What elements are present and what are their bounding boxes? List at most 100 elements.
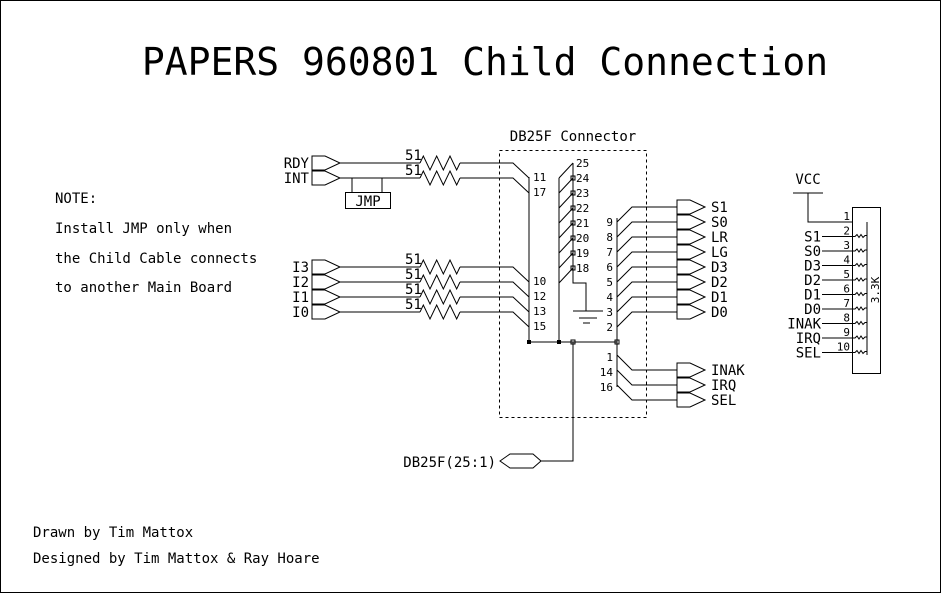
pin-number: 18: [576, 262, 589, 275]
output-port-icon: [676, 377, 707, 393]
output-label: D2: [711, 275, 728, 291]
output-label: S0: [711, 215, 728, 231]
input-port-icon: [311, 274, 342, 290]
bus-connector-icon: [499, 453, 542, 469]
resistor-icon: [822, 335, 867, 340]
resistor-value: 51: [405, 297, 422, 313]
resistor-value: 51: [405, 267, 422, 283]
input-port-icon: [311, 304, 342, 320]
pin-wire: [616, 369, 677, 386]
resistor-icon: [822, 248, 867, 253]
pack-pin-number: 3: [843, 239, 850, 252]
pin-wire: [616, 384, 677, 401]
resistor-wire: [340, 169, 530, 194]
pack-pin-number: 5: [843, 268, 850, 281]
note-line: the Child Cable connects: [55, 251, 257, 267]
pin-number: 7: [606, 246, 613, 259]
jumper-box: [345, 192, 391, 209]
pack-value: 3.3K: [869, 276, 882, 303]
resistor-icon: [822, 262, 867, 268]
pin-wire: [616, 296, 677, 313]
input-port-icon: [311, 170, 342, 186]
input-label: I1: [292, 290, 309, 306]
credit-drawn: Drawn by Tim Mattox: [33, 525, 193, 541]
jumper-wires: [351, 178, 383, 192]
output-port-icon: [676, 229, 707, 245]
ground-icon: [573, 310, 603, 324]
pin-number: 24: [576, 172, 590, 185]
pack-pin-number: 6: [843, 283, 850, 296]
pin-wire: [616, 354, 677, 371]
output-port-icon: [676, 289, 707, 305]
pin-number: 1: [606, 351, 613, 364]
pin-wire: [616, 281, 677, 298]
output-port-icon: [676, 244, 707, 260]
resistor-wire: [340, 258, 530, 283]
pin-number: 16: [600, 381, 613, 394]
resistor-icon: [822, 233, 867, 239]
pack-body: [852, 207, 881, 374]
resistor-icon: [822, 320, 867, 326]
pin-number: 11: [533, 171, 546, 184]
pack-pin-number: 4: [843, 254, 850, 267]
input-label: I3: [292, 260, 309, 276]
output-port-icon: [676, 214, 707, 230]
output-label: LR: [711, 230, 728, 246]
pin-number: 19: [576, 247, 589, 260]
pack-pin-label: D0: [804, 302, 821, 318]
pin-number: 15: [533, 320, 546, 333]
pin-wire: [616, 311, 677, 328]
resistor-value: 51: [405, 252, 422, 268]
resistor-wire: [340, 273, 530, 298]
pin-number: 4: [606, 291, 613, 304]
input-label: RDY: [284, 156, 310, 172]
output-port-icon: [676, 392, 707, 408]
pack-pin-label: INAK: [787, 317, 821, 333]
vcc-label: VCC: [795, 172, 820, 188]
pin-number: 10: [533, 275, 546, 288]
jumper-label: JMP: [355, 194, 380, 210]
pin-number: 8: [606, 231, 613, 244]
junction-dots: [527, 339, 620, 345]
credit-designed: Designed by Tim Mattox & Ray Hoare: [33, 551, 320, 567]
note-heading: NOTE:: [55, 191, 97, 207]
output-port-icon: [676, 259, 707, 275]
resistor-value: 51: [405, 163, 422, 179]
pin-number: 23: [576, 187, 589, 200]
pin-number: 12: [533, 290, 546, 303]
output-label: S1: [711, 200, 728, 216]
connector-label: DB25F Connector: [510, 129, 636, 145]
pin-number: 20: [576, 232, 589, 245]
input-port-icon: [311, 289, 342, 305]
output-label: D3: [711, 260, 728, 276]
resistor-icon: [822, 277, 867, 282]
pin-number: 22: [576, 202, 589, 215]
output-label: INAK: [711, 363, 745, 379]
resistor-wire: [340, 154, 530, 179]
pack-pin-number: 7: [843, 297, 850, 310]
output-port-icon: [676, 304, 707, 320]
output-port-icon: [676, 362, 707, 378]
pin-number: 9: [606, 216, 613, 229]
input-label: I2: [292, 275, 309, 291]
pack-pin-number: 1: [843, 210, 850, 223]
pack-pin-label: SEL: [796, 346, 821, 362]
pack-pin-label: IRQ: [796, 331, 821, 347]
pack-pin-number: 8: [843, 312, 850, 325]
pack-pin-label: D3: [804, 259, 821, 275]
output-label: D1: [711, 290, 728, 306]
output-port-icon: [676, 199, 707, 215]
title: PAPERS 960801 Child Connection: [142, 40, 828, 84]
note-line: Install JMP only when: [55, 221, 232, 237]
resistor-value: 51: [405, 148, 422, 164]
note-line: to another Main Board: [55, 280, 232, 296]
pack-pin-number: 10: [837, 341, 850, 354]
pin-number: 5: [606, 276, 613, 289]
resistor-value: 51: [405, 282, 422, 298]
vcc-wire: [793, 192, 853, 223]
pin-number: 21: [576, 217, 589, 230]
pin-number: 14: [600, 366, 614, 379]
